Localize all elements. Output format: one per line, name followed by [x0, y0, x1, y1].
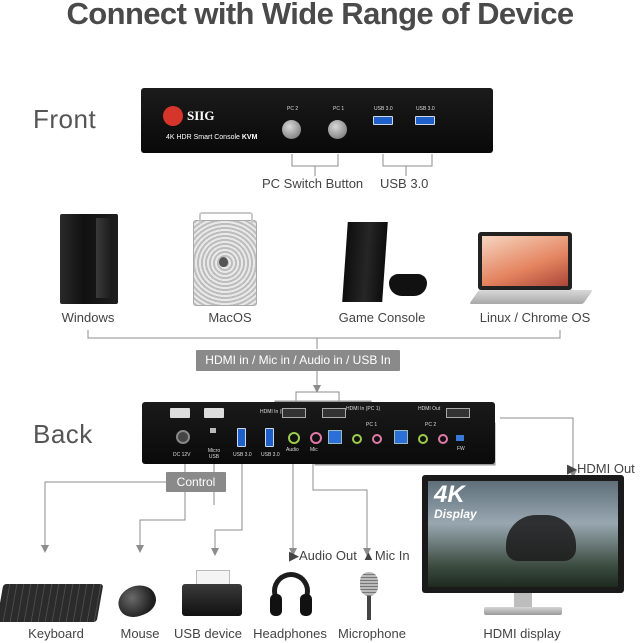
pc2-switch-button[interactable] [282, 120, 301, 139]
fw-switch[interactable] [456, 435, 464, 441]
dc-label: DC 12V [173, 452, 191, 458]
pc2-audio-jack[interactable] [418, 434, 428, 444]
usb-port-1[interactable] [237, 428, 246, 447]
micro-usb-port[interactable] [210, 428, 216, 433]
usb-port-mouse[interactable] [204, 408, 224, 418]
brand-logo: SIIG [187, 108, 215, 123]
back-label: Back [33, 419, 93, 449]
kvm-back-panel: DC 12V Micro USB USB 3.0 USB 3.0 Audio M… [142, 402, 495, 464]
model-name: 4K HDR Smart Console KVM [166, 134, 258, 141]
fw-label: FW [457, 446, 465, 452]
usb-port-2[interactable] [265, 428, 274, 447]
audio-jack[interactable] [288, 432, 300, 444]
siig-logo-icon [163, 106, 183, 126]
microphone-icon [356, 572, 382, 624]
hdmi-out-caption: ▶HDMI Out [567, 461, 635, 476]
mic-jack[interactable] [310, 432, 322, 444]
hdmi-out-port[interactable] [446, 408, 470, 418]
monitor-icon: 4K Display [422, 475, 624, 620]
front-label: Front [33, 104, 97, 134]
hdmi-in-pc2-port[interactable] [282, 408, 306, 418]
hdmi-in-pc1-port[interactable] [322, 408, 346, 418]
display-4k-text: 4K [434, 481, 465, 508]
control-pill: Control [166, 472, 226, 492]
pc2-label: PC 2 [287, 106, 299, 112]
usb-port-2-label: USB 3.0 [261, 452, 280, 458]
printer-icon [182, 570, 242, 620]
audio-jack-label: Audio [286, 447, 299, 453]
peripheral-label-mouse: Mouse [120, 626, 160, 641]
game-console-icon [342, 222, 429, 302]
pc1-label: PC 1 [333, 106, 345, 112]
triangle-right-icon: ▶ [289, 548, 299, 563]
usb-port-a[interactable] [373, 116, 393, 125]
windows-pc-tower-icon [60, 214, 118, 304]
audio-out-caption: ▶Audio Out [289, 548, 357, 563]
usb-port-a-label: USB 3.0 [374, 106, 393, 112]
usb-b-port-pc1[interactable] [328, 430, 342, 444]
triangle-up-icon: ▲ [362, 548, 375, 563]
keyboard-icon [0, 584, 104, 622]
headphones-icon [270, 572, 312, 622]
hdmi-in-pc2-label: HDMI In (PC 2) [260, 409, 295, 415]
dc-jack[interactable] [176, 430, 190, 444]
usb-port-b-label: USB 3.0 [416, 106, 435, 112]
usb-port-b[interactable] [415, 116, 435, 125]
pc-switch-caption: PC Switch Button [262, 176, 364, 191]
pc2-group-label: PC 2 [425, 422, 437, 428]
pc1-switch-button[interactable] [328, 120, 347, 139]
pc2-mic-jack[interactable] [438, 434, 448, 444]
peripheral-label-hdmi-display: HDMI display [483, 626, 561, 641]
elephant-silhouette [506, 515, 576, 561]
source-label-windows: Windows [61, 310, 115, 325]
source-label-linux-chrome: Linux / Chrome OS [479, 310, 591, 325]
peripheral-label-headphones: Headphones [253, 626, 327, 641]
usb-port-1-label: USB 3.0 [233, 452, 252, 458]
pc1-mic-jack[interactable] [372, 434, 382, 444]
input-types-pill: HDMI in / Mic in / Audio in / USB In [196, 350, 400, 371]
hdmi-out-label: HDMI Out [418, 406, 441, 412]
usb-caption: USB 3.0 [380, 176, 429, 191]
micro-usb-label: Micro USB [207, 448, 221, 460]
usb-port-keyboard[interactable] [170, 408, 190, 418]
hdmi-in-pc1-label: HDMI In (PC 1) [346, 406, 381, 412]
mac-pro-tower-icon [193, 212, 257, 306]
pc1-group-label: PC 1 [366, 422, 378, 428]
laptop-icon [469, 232, 593, 306]
source-label-game-console: Game Console [338, 310, 426, 325]
peripheral-label-microphone: Microphone [338, 626, 406, 641]
pc1-audio-jack[interactable] [352, 434, 362, 444]
kvm-front-panel: SIIG 4K HDR Smart Console KVM PC 2 PC 1 … [141, 88, 493, 153]
page-title: Connect with Wide Range of Device [66, 0, 575, 31]
usb-b-port-pc2[interactable] [394, 430, 408, 444]
triangle-right-icon: ▶ [567, 461, 577, 476]
peripheral-label-usb-device: USB device [174, 626, 242, 641]
display-text: Display [434, 507, 477, 521]
mic-jack-label: Mic [310, 447, 318, 453]
source-label-macos: MacOS [208, 310, 252, 325]
peripheral-label-keyboard: Keyboard [28, 626, 84, 641]
mic-in-caption: ▲Mic In [362, 548, 410, 563]
